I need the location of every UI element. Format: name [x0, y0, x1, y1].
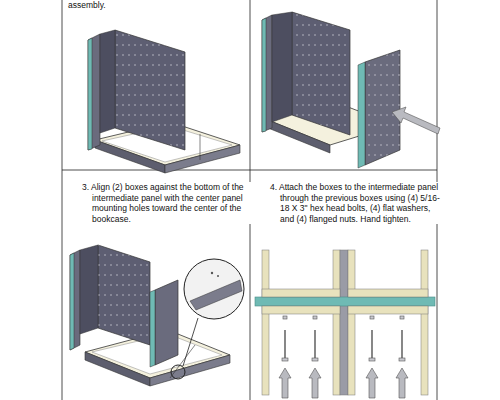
instruction-cell: assembly. [62, 0, 250, 170]
instruction-cell: 3. Align (2) boxes against the bottom of… [62, 170, 250, 400]
hex-bolt [284, 330, 285, 358]
step-instruction: assembly. [66, 0, 248, 11]
bolt-head [312, 358, 318, 361]
flanged-nut [283, 316, 287, 319]
flanged-nut [370, 316, 374, 319]
bolt-head [399, 358, 405, 361]
bolt-head [369, 358, 375, 361]
hex-bolt [371, 330, 372, 358]
insert-arrow [309, 368, 321, 398]
insert-arrow [366, 368, 378, 398]
instruction-cell: 4. Attach the boxes to the intermediate … [250, 170, 437, 400]
flanged-nut [400, 316, 404, 319]
step3-figure [70, 245, 244, 386]
hex-bolt [401, 330, 402, 358]
insert-arrow [279, 368, 291, 398]
hex-bolt [314, 330, 315, 358]
step4-figure [255, 250, 435, 398]
step-instruction: 3. Align (2) boxes against the bottom of… [80, 182, 254, 224]
step2-figure [262, 12, 440, 168]
flanged-nut [313, 316, 317, 319]
bolt-head [282, 358, 288, 361]
step-instruction: 4. Attach the boxes to the intermediate … [268, 182, 440, 224]
step1-figure [88, 30, 240, 173]
insert-arrow [396, 368, 408, 398]
